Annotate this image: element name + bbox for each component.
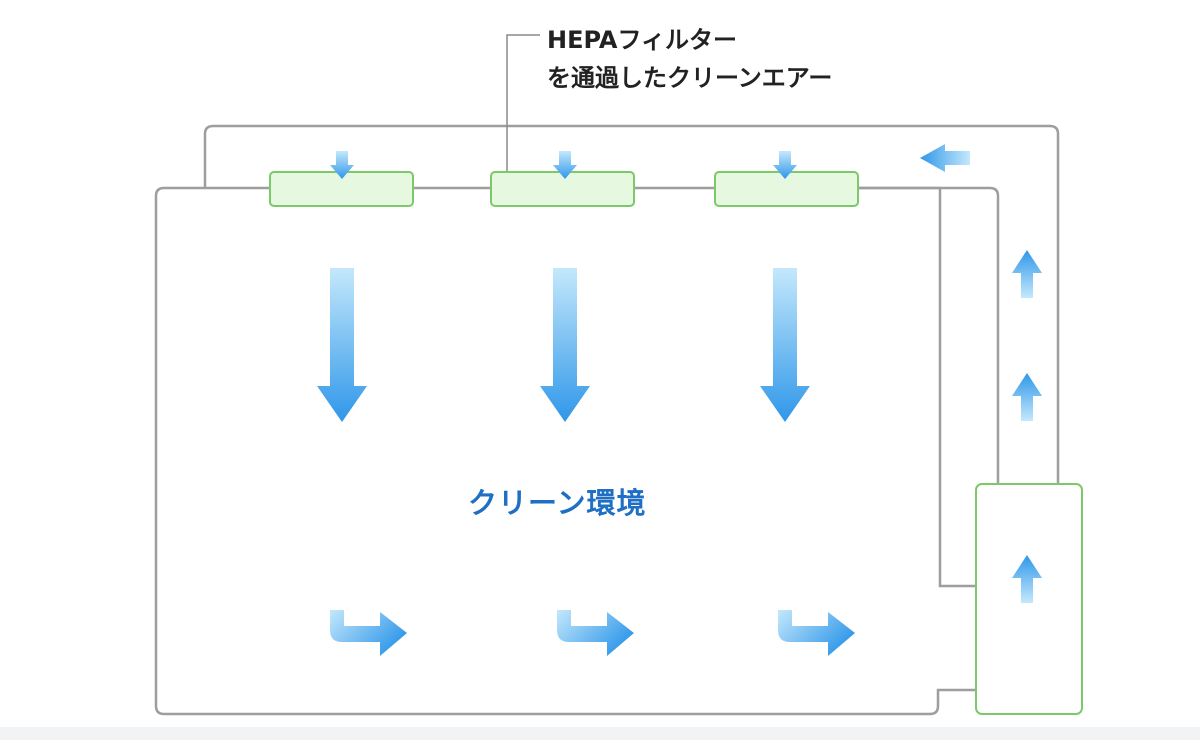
hepa-filter-2 [490,171,635,207]
return-up-arrow-2 [1012,373,1042,421]
downflow-arrow-2 [540,268,590,422]
return-duct-outer [203,124,1060,484]
hepa-callout: HEPAフィルター を通過したクリーンエアー [547,21,832,97]
floor-turn-arrow-3 [778,610,855,656]
filter-inflow-arrow-1 [330,151,354,179]
filter-inflow-arrow-2 [553,151,577,179]
filter-inflow-arrow-3 [773,151,797,179]
bottom-strip [0,727,1200,740]
return-duct-inner [858,186,1000,484]
downflow-arrow-1 [317,268,367,422]
floor-turn-arrow-2 [557,610,634,656]
return-up-arrow-1 [1012,250,1042,298]
floor-turn-arrow-1 [330,610,407,656]
unit-up-arrow [1012,555,1042,603]
hepa-callout-line-1: HEPAフィルター [547,26,737,54]
downflow-arrow-3 [760,268,810,422]
return-left-arrow [920,144,970,172]
hepa-callout-line-2: を通過したクリーンエアー [547,64,833,92]
room-outline [154,186,976,716]
callout-leader-line [506,34,540,178]
clean-room-label: クリーン環境 [468,486,647,520]
